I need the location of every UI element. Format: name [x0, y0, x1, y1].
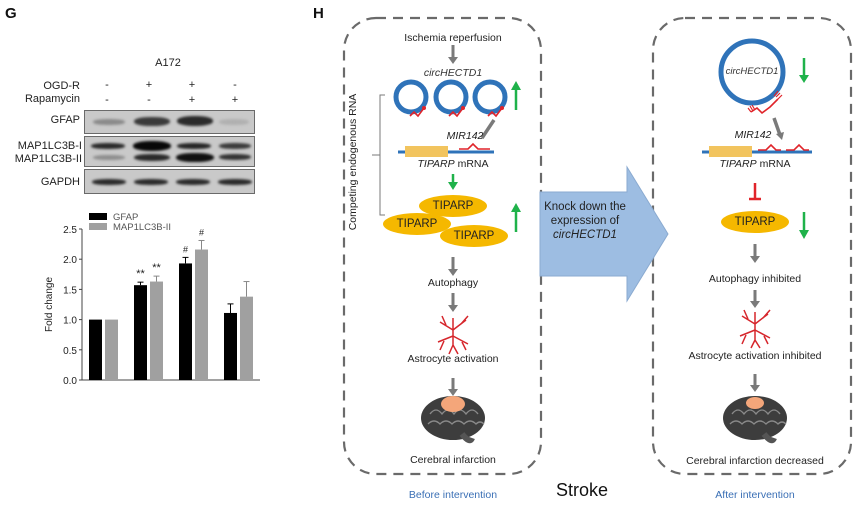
ischemia-reperfusion-label: Ischemia reperfusion — [404, 32, 502, 44]
before-intervention-caption: Before intervention — [408, 489, 498, 501]
sign: + — [188, 79, 196, 91]
sign: + — [188, 94, 196, 106]
blot-label-lc3b-i: MAP1LC3B-I — [17, 140, 82, 152]
blot-gfap — [84, 110, 255, 134]
bar-gfap — [224, 312, 237, 380]
circrna-ring — [393, 79, 429, 115]
condition-label-ogdr: OGD-R — [43, 80, 80, 92]
after-intervention-caption: After intervention — [715, 489, 795, 501]
knockdown-text: Knock down the expression of circHECTD1 — [544, 201, 626, 241]
y-tick-label: 2.5 — [63, 225, 77, 236]
cerebral-infarction-label: Cerebral infarction — [410, 454, 496, 466]
mir142-label: MIR142 — [446, 130, 484, 142]
y-tick-label: 0.0 — [63, 376, 77, 387]
gray-arrow — [772, 117, 782, 136]
autophagy-label: Autophagy — [427, 277, 479, 289]
mirna-bound — [459, 142, 490, 150]
bar-gfap — [134, 285, 147, 380]
y-tick-label: 2.0 — [63, 255, 77, 266]
circrna-ring — [433, 79, 469, 115]
astrocyte-activation-label: Astrocyte activation — [407, 353, 499, 365]
sign: - — [147, 94, 151, 106]
blot-gapdh — [84, 169, 255, 194]
sign: - — [233, 79, 237, 91]
brain-icon — [421, 396, 485, 444]
sign: - — [105, 79, 109, 91]
gray-arrow-head — [448, 57, 458, 64]
knockdown-arrow — [539, 165, 669, 303]
y-tick-label: 1.0 — [63, 316, 77, 327]
circrna-ring — [472, 79, 508, 115]
mir142-label: MIR142 — [734, 129, 772, 141]
up-arrow-head — [511, 203, 521, 212]
competing-endogenous-rna-label: Competing endogenous RNA — [347, 93, 359, 231]
up-arrow-head — [511, 81, 521, 90]
bar-gfap — [179, 263, 192, 380]
tiparp-protein: TIPARP — [440, 225, 508, 247]
blot-label-gfap: GFAP — [50, 114, 80, 126]
tiparp-mrna-label: TIPARP mRNA — [417, 158, 489, 170]
bar-gfap — [89, 319, 102, 380]
down-arrow-head — [448, 182, 458, 190]
bar-map1lc3b-ii — [240, 296, 253, 380]
circrna-ring — [718, 38, 786, 106]
significance-mark: ** — [152, 262, 161, 274]
mirna-bound — [758, 143, 781, 151]
legend-swatch — [89, 213, 107, 220]
sign: - — [105, 94, 109, 106]
significance-mark: ** — [136, 268, 145, 280]
blot-label-gapdh: GAPDH — [40, 176, 80, 188]
down-arrow-head — [799, 230, 809, 239]
cerebral-infarction-decreased-label: Cerebral infarction decreased — [686, 455, 824, 467]
cell-line-label: A172 — [155, 57, 181, 69]
gray-arrow-head — [448, 389, 458, 396]
sign: + — [145, 79, 153, 91]
stroke-label: Stroke — [556, 480, 609, 500]
tiparp-protein: TIPARP — [383, 213, 451, 235]
gray-arrow-head — [448, 269, 458, 276]
bracket — [372, 94, 385, 216]
tiparp-mrna-label: TIPARP mRNA — [719, 158, 791, 170]
mirna-bound — [786, 143, 809, 151]
legend-label: GFAP — [113, 212, 138, 223]
bar-map1lc3b-ii — [195, 249, 208, 380]
panel-g-label: G — [5, 5, 17, 22]
astrocyte-activation-inhibited-label: Astrocyte activation inhibited — [688, 350, 822, 362]
blot-map1lc3b — [84, 136, 255, 167]
circhectd1-label: circHECTD1 — [423, 67, 483, 79]
bar-map1lc3b-ii — [150, 281, 163, 380]
astrocyte-icon — [739, 309, 771, 349]
condition-label-rapamycin: Rapamycin — [24, 93, 80, 105]
legend-label: MAP1LC3B-II — [113, 222, 171, 233]
gray-arrow-head — [448, 305, 458, 312]
bar-map1lc3b-ii — [105, 319, 118, 380]
y-tick-label: 1.5 — [63, 285, 77, 296]
gray-arrow — [480, 119, 496, 139]
blot-label-lc3b-ii: MAP1LC3B-II — [14, 153, 82, 165]
circhectd1-label: circHECTD1 — [725, 66, 779, 77]
y-axis-label: Fold change — [44, 277, 55, 332]
astrocyte-icon — [437, 315, 469, 355]
inhibit-icon — [749, 183, 761, 201]
significance-mark: # — [183, 244, 188, 254]
mrna-cds — [709, 146, 752, 157]
mrna-cds — [405, 146, 448, 157]
tiparp-protein: TIPARP — [419, 195, 487, 217]
sign: + — [231, 94, 239, 106]
y-tick-label: 0.5 — [63, 346, 77, 357]
brain-icon — [723, 396, 787, 444]
autophagy-inhibited-label: Autophagy inhibited — [708, 273, 802, 285]
significance-mark: # — [199, 227, 204, 237]
legend-swatch — [89, 223, 107, 230]
panel-h-label: H — [313, 5, 324, 22]
tiparp-protein: TIPARP — [721, 211, 789, 233]
down-arrow-head — [799, 75, 809, 83]
mirna-squiggle — [409, 107, 503, 118]
